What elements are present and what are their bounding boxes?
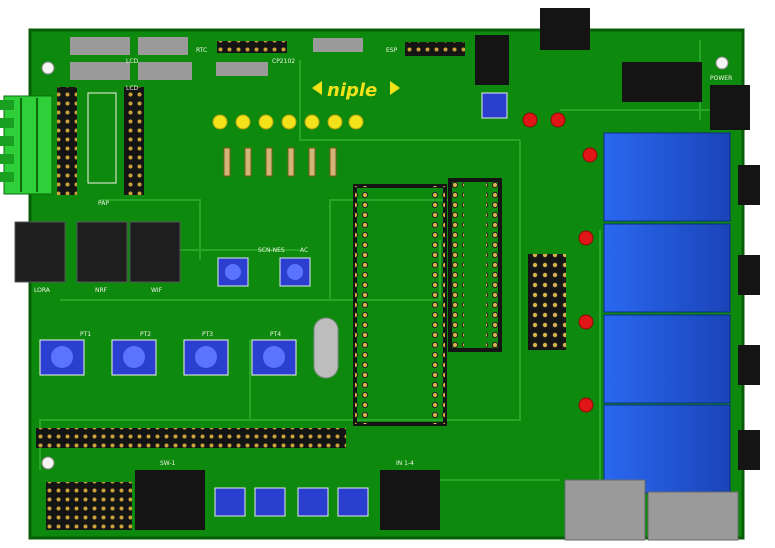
left-terminal-block[interactable] (0, 95, 53, 195)
lcd-b-label: LCD (126, 85, 139, 92)
pot4-label: PT4 (270, 331, 281, 338)
pd-trimmers[interactable] (214, 487, 369, 517)
bottom-right-terminals[interactable] (564, 479, 739, 541)
radio-modules: LORA NRF WIF (14, 221, 181, 294)
relays (603, 132, 731, 494)
pot2-label: PT2 (140, 331, 151, 338)
button-header-row (36, 428, 346, 448)
red-leds (522, 112, 598, 413)
dip-a-label: SW-1 (160, 460, 176, 467)
right-terminals[interactable] (710, 85, 760, 470)
esp-label: ESP (386, 47, 398, 54)
crystal (313, 317, 339, 379)
sensor-b-label: AC (300, 247, 308, 254)
sensor-trimmers[interactable]: SCN-NES AC (217, 247, 311, 287)
pap-headers: PAP (57, 87, 144, 207)
arrow-right-icon (390, 81, 400, 95)
ic-sockets (353, 178, 566, 426)
cp2102-label: CP2102 (272, 58, 295, 65)
dip-b-label: IN 1-4 (396, 460, 414, 467)
lcd-a-label: LCD (126, 58, 139, 65)
power-label: POWER (710, 75, 732, 82)
top-headers: LCD LCD RTC CP2102 ESP (70, 35, 509, 92)
yellow-leds (212, 114, 364, 130)
pot3-label: PT3 (202, 331, 213, 338)
arrow-left-icon (312, 81, 322, 95)
potentiometers[interactable]: PT1 PT2 PT3 PT4 (39, 331, 297, 376)
dip-switches[interactable]: SW-1 IN 1-4 (135, 460, 440, 530)
resistor-array-top (223, 147, 337, 177)
rtc-label: RTC (196, 47, 207, 54)
wif-label: WIF (151, 287, 163, 294)
pap-label: PAP (98, 200, 109, 207)
niple-logo: niple (312, 80, 400, 101)
bottom-headers (46, 482, 132, 530)
nrf-label: NRF (95, 287, 108, 294)
voltage-regulators (540, 8, 702, 102)
logo-text: niple (327, 80, 377, 101)
pot1-label: PT1 (80, 331, 91, 338)
small-trimmer-top[interactable] (481, 92, 508, 119)
lora-label: LORA (34, 287, 51, 294)
sensor-a-label: SCN-NES (258, 247, 285, 254)
